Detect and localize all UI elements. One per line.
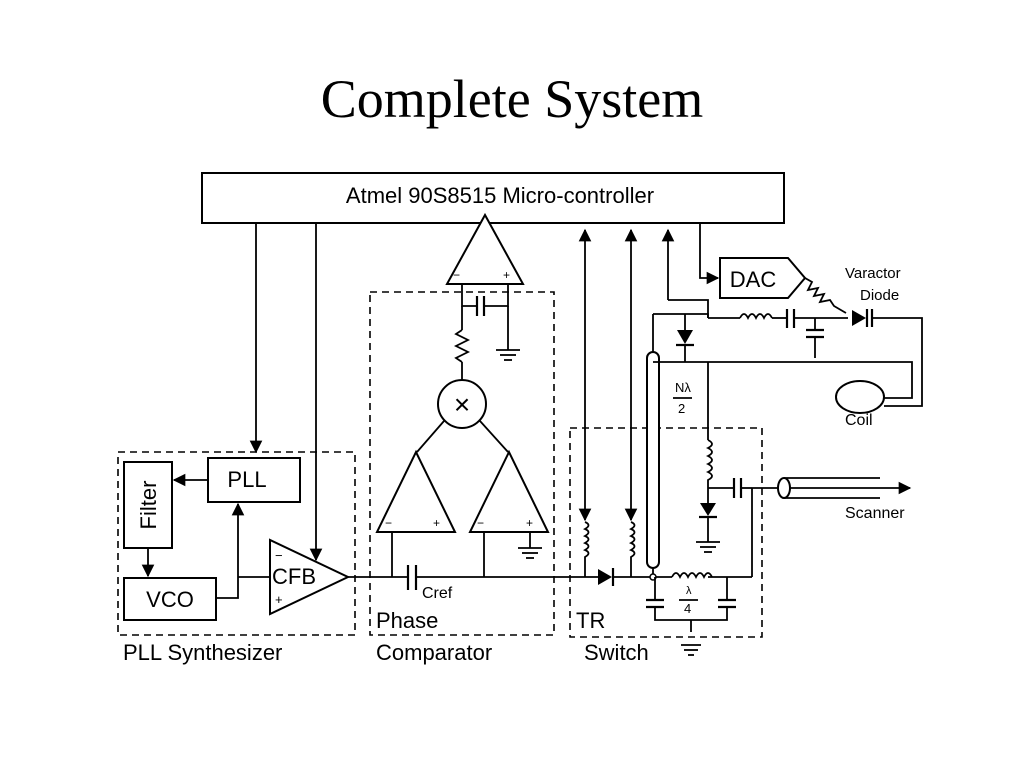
tr-switch-group: TR Switch λ 4: [569, 314, 763, 665]
limiter-opamp-right: − +: [468, 449, 550, 533]
quarter-wave-inductor: λ 4: [671, 572, 713, 616]
ground-symbol: [518, 547, 542, 559]
multiplier-symbol: ×: [454, 389, 470, 420]
filter-label: Filter: [136, 481, 161, 530]
microcontroller-label: Atmel 90S8515 Micro-controller: [346, 183, 654, 208]
mcu-control-lines: [249, 223, 720, 562]
cfb-amplifier: − + CFB: [269, 538, 351, 616]
limiter-opamp-left: − +: [375, 449, 457, 533]
coil-loop: Coil: [835, 380, 885, 429]
limiter-left-minus-sign: −: [385, 516, 392, 530]
pin-diode: [676, 314, 694, 362]
filter-block: Filter: [123, 461, 173, 549]
cref-capacitor: Cref: [406, 565, 453, 602]
rf-signal-path: [348, 568, 752, 586]
cfb-minus-sign: −: [275, 548, 283, 563]
tuning-network: [653, 309, 848, 358]
half-wave-den: 2: [678, 401, 685, 416]
varactor-diode: [852, 309, 923, 407]
ground-symbol: [681, 644, 701, 656]
quarter-lambda-num: λ: [686, 585, 692, 597]
coupling-capacitor: [708, 478, 752, 498]
varactor-label-line2: Diode: [860, 287, 899, 304]
microcontroller-block: Atmel 90S8515 Micro-controller: [201, 172, 785, 224]
integrator-plus-sign: +: [503, 268, 510, 282]
pll-synthesizer-group: PLL Synthesizer PLL Filter VCO − + CFB: [117, 451, 356, 665]
phase-comparator-group: Phase Comparator − + ×: [369, 212, 555, 665]
half-wave-label: Nλ: [675, 380, 691, 395]
integrator-opamp: − +: [445, 212, 525, 285]
cref-label: Cref: [422, 585, 453, 602]
cfb-label: CFB: [272, 564, 316, 589]
pll-block: PLL: [207, 457, 301, 503]
ground-symbol: [696, 541, 720, 553]
pll-label: PLL: [227, 467, 266, 492]
resistor: [453, 306, 471, 380]
bias-resistor: [804, 277, 847, 314]
scanner-label: Scanner: [845, 505, 905, 522]
shunt-capacitors: [646, 577, 736, 632]
transmission-line-half-wave: [646, 314, 660, 581]
shunt-diode-branch: [699, 362, 717, 542]
ground-symbol: [496, 349, 520, 361]
switch-label: Switch: [584, 640, 649, 665]
multiplier: ×: [437, 379, 487, 429]
vco-block: VCO: [123, 577, 217, 621]
coax-output: Scanner: [752, 477, 912, 522]
limiter-left-plus-sign: +: [433, 516, 440, 530]
phase-label: Phase: [376, 608, 438, 633]
inductor: [582, 521, 590, 577]
dac-label: DAC: [730, 267, 777, 292]
comparator-label: Comparator: [376, 640, 492, 665]
limiter-right-minus-sign: −: [477, 516, 484, 530]
coil-label: Coil: [845, 412, 873, 429]
integrator-minus-sign: −: [453, 268, 460, 282]
slide-title: Complete System: [320, 69, 704, 129]
cfb-plus-sign: +: [275, 592, 283, 607]
inductor: [628, 521, 636, 577]
quarter-lambda-den: 4: [684, 601, 691, 616]
integrator-capacitor: [461, 284, 509, 316]
varactor-label-line1: Varactor: [845, 265, 901, 282]
limiter-right-plus-sign: +: [526, 516, 533, 530]
tr-label: TR: [576, 608, 605, 633]
dac-block: DAC: [719, 257, 807, 299]
vco-label: VCO: [146, 587, 194, 612]
pll-synthesizer-label: PLL Synthesizer: [123, 640, 282, 665]
